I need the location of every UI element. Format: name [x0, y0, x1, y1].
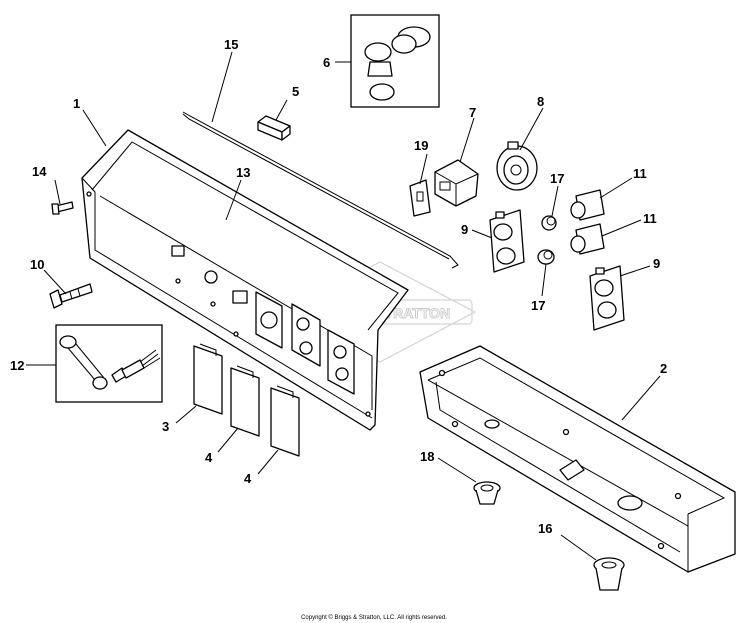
callout-4: 4 [205, 450, 213, 465]
part-14-screw [51, 201, 74, 215]
callout-9: 9 [653, 256, 660, 271]
callout-12: 12 [10, 358, 24, 373]
part-4-cover-b [270, 385, 300, 457]
part-11-breaker-a [570, 189, 605, 221]
part-3-cover [193, 343, 223, 415]
callouts: 1 2 3 4 4 5 6 7 8 9 9 10 11 11 12 13 14 … [10, 37, 667, 536]
part-10-fuse-holder [49, 283, 93, 309]
callout-3: 3 [162, 419, 169, 434]
part-1-control-panel [81, 129, 409, 431]
copyright-notice: Copyright © Briggs & Stratton, LLC. All … [301, 614, 447, 621]
callout-4: 4 [244, 471, 252, 486]
callout-19: 19 [414, 138, 428, 153]
callout-5: 5 [292, 84, 299, 99]
part-7-breaker [434, 159, 479, 207]
part-4-cover-a [230, 365, 260, 437]
callout-14: 14 [32, 164, 47, 179]
callout-16: 16 [538, 521, 552, 536]
part-12-cap-assembly [55, 324, 163, 403]
part-16-grommet [593, 557, 625, 591]
part-9-duplex-outlet-a [489, 209, 525, 273]
callout-15: 15 [224, 37, 238, 52]
leader-lines [26, 51, 661, 561]
part-17-plug-b [537, 249, 555, 265]
callout-18: 18 [420, 449, 434, 464]
callout-6: 6 [323, 55, 330, 70]
callout-10: 10 [30, 257, 44, 272]
callout-2: 2 [660, 361, 667, 376]
callout-7: 7 [469, 105, 476, 120]
callout-11: 11 [633, 166, 647, 181]
part-6-ignition-switch [350, 14, 440, 108]
part-2-housing [419, 345, 736, 573]
callout-13: 13 [236, 165, 250, 180]
part-17-plug-a [541, 215, 557, 231]
callout-1: 1 [73, 96, 80, 111]
callout-8: 8 [537, 94, 544, 109]
callout-17: 17 [531, 298, 545, 313]
callout-17: 17 [550, 171, 564, 186]
part-5-component [257, 115, 291, 141]
part-19-switch [409, 179, 431, 217]
callout-11: 11 [643, 211, 657, 226]
part-9-duplex-outlet-b [589, 265, 625, 331]
callout-9: 9 [461, 222, 468, 237]
part-15-rod [182, 111, 459, 269]
part-8-twistlock-outlet [496, 141, 538, 191]
part-18-grommet [473, 481, 501, 505]
part-11-breaker-b [570, 223, 605, 255]
